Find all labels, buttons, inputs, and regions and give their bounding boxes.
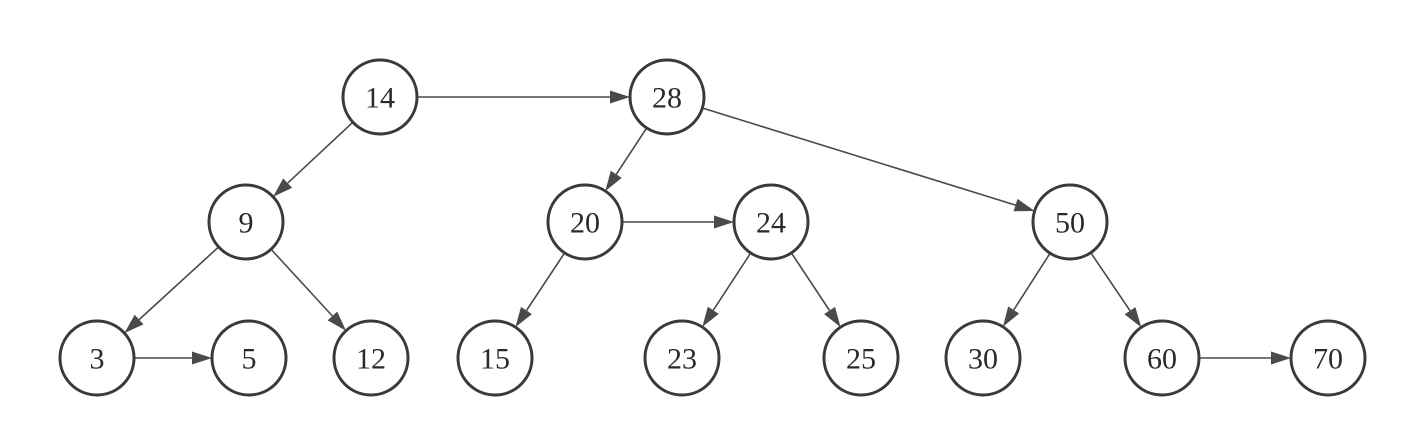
node-circle xyxy=(207,183,285,261)
node-circle xyxy=(732,183,810,261)
node-5: 5 xyxy=(210,319,288,397)
node-70: 70 xyxy=(1289,319,1367,397)
node-label: 15 xyxy=(480,343,510,376)
edge-28-to-20 xyxy=(605,127,648,192)
edge-60-to-70 xyxy=(1199,351,1291,365)
node-14: 14 xyxy=(341,58,419,136)
edge-14-to-9 xyxy=(273,121,354,197)
arrowhead xyxy=(273,178,293,197)
arrowhead xyxy=(610,90,630,104)
node-12: 12 xyxy=(332,319,410,397)
arrowhead xyxy=(1271,351,1291,365)
node-9: 9 xyxy=(207,183,285,261)
node-label: 70 xyxy=(1313,343,1343,376)
arrowhead xyxy=(1013,198,1035,212)
node-circle xyxy=(210,319,288,397)
edge-line xyxy=(1013,252,1051,311)
node-label: 12 xyxy=(356,343,386,376)
arrowhead xyxy=(824,306,841,328)
node-23: 23 xyxy=(643,319,721,397)
node-20: 20 xyxy=(546,183,624,261)
node-label: 20 xyxy=(570,207,600,240)
edge-line xyxy=(270,248,333,317)
edge-line xyxy=(790,252,831,311)
node-15: 15 xyxy=(456,319,534,397)
edge-line xyxy=(615,127,648,175)
arrowhead xyxy=(714,215,734,229)
arrowhead xyxy=(192,351,212,365)
node-label: 28 xyxy=(652,82,682,115)
edge-24-to-23 xyxy=(702,252,752,327)
edge-14-to-28 xyxy=(417,90,630,104)
node-25: 25 xyxy=(822,319,900,397)
edge-3-to-5 xyxy=(134,351,212,365)
node-3: 3 xyxy=(58,319,136,397)
arrowhead xyxy=(605,170,622,192)
node-24: 24 xyxy=(732,183,810,261)
node-label: 3 xyxy=(90,343,105,376)
edge-line xyxy=(525,252,566,311)
node-label: 25 xyxy=(846,343,876,376)
node-circle xyxy=(628,58,706,136)
edge-50-to-30 xyxy=(1002,252,1051,327)
arrowhead xyxy=(1002,306,1020,327)
node-circle xyxy=(456,319,534,397)
node-circle xyxy=(822,319,900,397)
arrowhead xyxy=(1124,307,1142,328)
node-circle xyxy=(546,183,624,261)
edge-20-to-24 xyxy=(622,215,734,229)
edges-layer xyxy=(124,90,1291,365)
node-circle xyxy=(1123,319,1201,397)
node-circle xyxy=(1031,183,1109,261)
nodes-layer: 14 28 9 20 24 50 3 5 12 15 23 25 30 60 70 xyxy=(58,58,1367,397)
node-label: 9 xyxy=(239,207,254,240)
edge-line xyxy=(712,252,752,311)
node-label: 24 xyxy=(756,207,786,240)
edge-line xyxy=(138,246,220,321)
node-label: 5 xyxy=(242,343,257,376)
node-label: 30 xyxy=(968,343,998,376)
node-30: 30 xyxy=(944,319,1022,397)
edge-line xyxy=(287,121,354,184)
arrowhead xyxy=(327,311,346,331)
edge-20-to-15 xyxy=(515,252,566,328)
node-circle xyxy=(341,58,419,136)
edge-50-to-60 xyxy=(1090,252,1142,328)
edge-28-to-50 xyxy=(702,107,1035,212)
node-circle xyxy=(944,319,1022,397)
node-label: 23 xyxy=(667,343,697,376)
edge-line xyxy=(702,107,1016,206)
arrowhead xyxy=(702,306,719,327)
node-circle xyxy=(643,319,721,397)
node-circle xyxy=(332,319,410,397)
node-label: 14 xyxy=(365,82,395,115)
node-circle xyxy=(58,319,136,397)
node-60: 60 xyxy=(1123,319,1201,397)
edge-9-to-3 xyxy=(124,246,220,334)
edge-line xyxy=(1090,252,1131,312)
edge-9-to-12 xyxy=(270,248,346,331)
arrowhead xyxy=(124,314,144,334)
node-28: 28 xyxy=(628,58,706,136)
node-50: 50 xyxy=(1031,183,1109,261)
edge-24-to-25 xyxy=(790,252,841,328)
node-label: 60 xyxy=(1147,343,1177,376)
node-label: 50 xyxy=(1055,207,1085,240)
arrowhead xyxy=(515,306,532,328)
node-circle xyxy=(1289,319,1367,397)
